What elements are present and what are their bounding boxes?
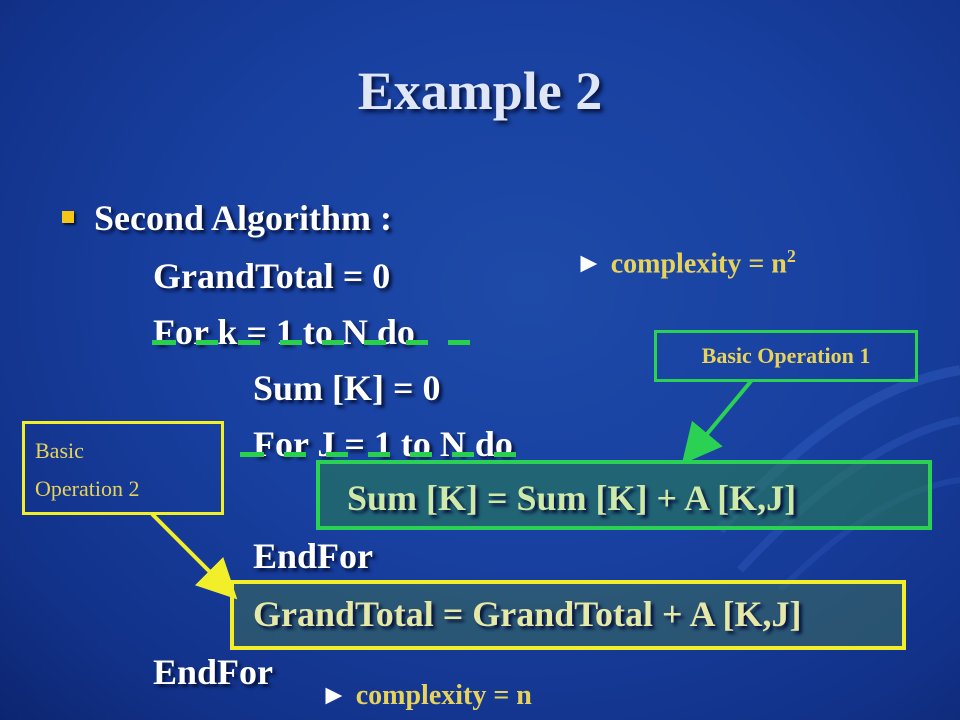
slide-title: Example 2 — [357, 61, 603, 121]
arrow-to-basic-operation-2 — [150, 512, 238, 600]
code-line-endfor-outer: EndFor — [153, 652, 274, 692]
right-pointer-icon: ► — [320, 680, 348, 711]
complexity-n: ►complexity = n — [320, 680, 532, 711]
code-line-grandtotal-update: GrandTotal = GrandTotal + A [K,J] — [253, 594, 802, 634]
code-line-for-j: For J = 1 to N do — [253, 424, 513, 464]
basic-operation-2-highlight — [230, 580, 906, 650]
code-line-sum-init: Sum [K] = 0 — [253, 368, 441, 408]
arrow-to-basic-operation-1 — [681, 378, 754, 465]
right-pointer-icon: ► — [575, 248, 603, 280]
code-line-grandtotal-init: GrandTotal = 0 — [153, 256, 391, 296]
code-line-endfor-inner: EndFor — [253, 536, 374, 576]
complexity-n-squared: ►complexity = n2 — [575, 246, 796, 280]
algorithm-heading: Second Algorithm : — [94, 198, 393, 238]
basic-operation-2-label: Basic Operation 2 — [22, 421, 224, 515]
code-line-for-k: For k = 1 to N do — [153, 312, 415, 352]
code-line-sum-update: Sum [K] = Sum [K] + A [K,J] — [347, 478, 797, 518]
basic-operation-1-highlight — [316, 460, 932, 530]
bullet-icon — [62, 211, 74, 223]
basic-operation-1-label: Basic Operation 1 — [654, 330, 918, 382]
